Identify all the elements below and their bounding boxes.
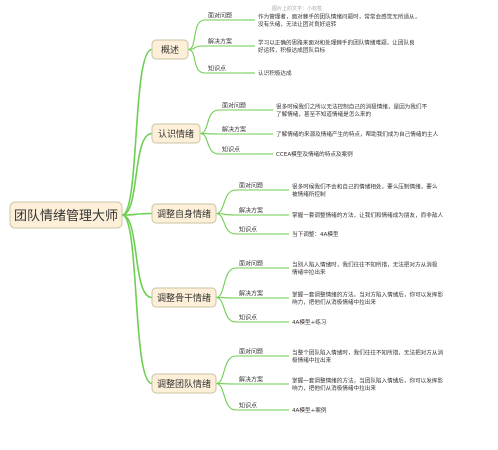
leaf-label: 面对问题 bbox=[222, 102, 246, 110]
detail-text-line: 情绪中拉出来 bbox=[292, 268, 326, 276]
root-node-box bbox=[9, 201, 123, 229]
detail-text-line: 好运转，积极达成团队目标 bbox=[258, 46, 326, 54]
connector-lines bbox=[121, 19, 289, 411]
detail-text-line: 当别人陷入情绪时，我们往往不知所措，无法把对方从消极 bbox=[292, 260, 438, 268]
leaf-label: 知识点 bbox=[208, 65, 226, 73]
branch-connector bbox=[121, 214, 153, 299]
detail-text-line: 响力，把他们从消极情绪中拉出来 bbox=[292, 384, 376, 392]
leaf-label: 解决方案 bbox=[239, 376, 263, 384]
detail-text-line: 认识积极达成 bbox=[258, 69, 292, 77]
detail-text-line: 学习以正确的思路来面对和处理棘手的团队情绪难题，让团队良 bbox=[258, 38, 415, 46]
leaf-connector bbox=[199, 132, 220, 155]
leaf-label: 知识点 bbox=[239, 402, 257, 410]
leaf-connector bbox=[215, 355, 237, 385]
branch-node-label: 调整自身情绪 bbox=[157, 208, 211, 220]
watermark-text: 图片上的文字：小标签 bbox=[272, 5, 322, 12]
detail-text-line: 作为管理者，面对棘手的团队情绪问题时，常常会感觉无所适从， bbox=[258, 12, 420, 20]
branch-node-label: 调整骨干情绪 bbox=[157, 292, 211, 304]
leaf-connector bbox=[215, 267, 237, 299]
detail-text-line: 了解情绪的来源及情绪产生的特点，帮助我们成为自己情绪的主人 bbox=[276, 130, 439, 138]
mindmap-nodes: 团队情绪管理大师概述面对问题作为管理者，面对棘手的团队情绪问题时，常常会感觉无所… bbox=[9, 12, 443, 414]
leaf-label: 面对问题 bbox=[239, 182, 263, 190]
leaf-label: 知识点 bbox=[239, 226, 257, 234]
branch-node-label: 概述 bbox=[161, 44, 179, 56]
leaf-connector bbox=[215, 382, 237, 411]
leaf-label: 解决方案 bbox=[208, 38, 232, 46]
root-node-label: 团队情绪管理大师 bbox=[14, 209, 118, 224]
detail-text-line: 很多时候我们不会和自己的情绪相处，要么压制情绪，要么 bbox=[292, 182, 438, 190]
branch-connector bbox=[121, 48, 153, 216]
detail-text-line: 当整个团队陷入情绪时，我们往往不知所措，无法把对方从消 bbox=[292, 348, 443, 356]
detail-text-line: 掌握一套调整情绪的方法，当对方陷入情绪后，你可以发挥影 bbox=[292, 290, 443, 298]
detail-text-line: 很多时候我们之所以无法控制自己的消极情绪，是因为我们不 bbox=[276, 102, 427, 110]
leaf-label: 面对问题 bbox=[208, 12, 232, 20]
leaf-connector bbox=[215, 212, 237, 235]
leaf-connector bbox=[215, 296, 237, 323]
branch-node-box bbox=[151, 373, 217, 394]
detail-text-line: 当下调整：4A模型 bbox=[292, 230, 339, 238]
leaf-label: 知识点 bbox=[239, 314, 257, 322]
leaf-label: 知识点 bbox=[222, 146, 240, 154]
detail-text-line: 4A模型+案例 bbox=[292, 406, 327, 414]
branch-node-label: 调整团队情绪 bbox=[157, 378, 211, 390]
leaf-label: 解决方案 bbox=[239, 207, 263, 215]
detail-text-line: 被情绪所控制 bbox=[292, 190, 326, 198]
detail-text-line: 掌握一套调整情绪的方法，当团队陷入情绪后，你可以发挥影 bbox=[292, 376, 443, 384]
detail-text-line: 响力，把他们从消极情绪中拉出来 bbox=[292, 298, 376, 306]
leaf-connector bbox=[187, 45, 206, 51]
leaf-connector bbox=[187, 48, 206, 74]
leaf-label: 面对问题 bbox=[239, 348, 263, 356]
branch-node-box bbox=[151, 39, 189, 60]
branch-node-label: 认识情绪 bbox=[158, 128, 194, 140]
branch-connector bbox=[121, 132, 153, 216]
branch-node-box bbox=[151, 287, 217, 308]
detail-text-line: 4A模型+练习 bbox=[292, 318, 326, 326]
detail-text-line: 极情绪中拉出来 bbox=[292, 356, 332, 364]
leaf-connector bbox=[199, 109, 220, 135]
branch-node-box bbox=[151, 203, 217, 224]
leaf-connector bbox=[187, 19, 206, 51]
detail-text-line: 没有头绪，无法让团对良好运转 bbox=[258, 20, 337, 28]
leaf-label: 面对问题 bbox=[239, 260, 263, 268]
detail-text-line: CCEA模型及情绪的特点及案例 bbox=[276, 150, 353, 158]
leaf-label: 解决方案 bbox=[222, 126, 246, 134]
detail-text-line: 掌握一套调整情绪的方法，让我们和情绪成为朋友，而非敌人 bbox=[292, 211, 443, 219]
branch-node-box bbox=[151, 123, 201, 144]
branch-connector bbox=[121, 212, 153, 216]
leaf-label: 解决方案 bbox=[239, 290, 263, 298]
branch-connector bbox=[121, 214, 153, 385]
leaf-connector bbox=[215, 189, 237, 215]
detail-text-line: 了解情绪，甚至不知道情绪是怎么来的 bbox=[276, 110, 372, 118]
